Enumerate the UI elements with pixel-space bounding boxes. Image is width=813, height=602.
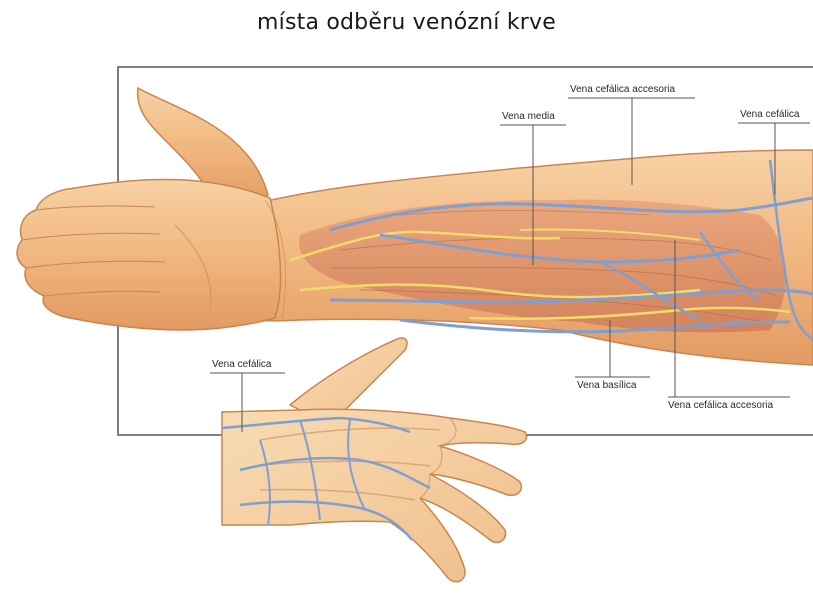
label-vena-cefalica-top: Vena cefálica xyxy=(740,109,800,121)
hand-illustration xyxy=(222,338,527,582)
forearm-illustration xyxy=(17,88,813,365)
label-vena-cefalica-hand: Vena cefálica xyxy=(212,359,272,371)
label-vena-media: Vena media xyxy=(502,111,555,123)
label-vena-cefalica-accesoria-top: Vena cefálica accesoria xyxy=(570,84,675,96)
label-vena-cefalica-accesoria-bottom: Vena cefálica accesoria xyxy=(668,400,773,412)
label-vena-basilica: Vena basílica xyxy=(577,380,637,392)
